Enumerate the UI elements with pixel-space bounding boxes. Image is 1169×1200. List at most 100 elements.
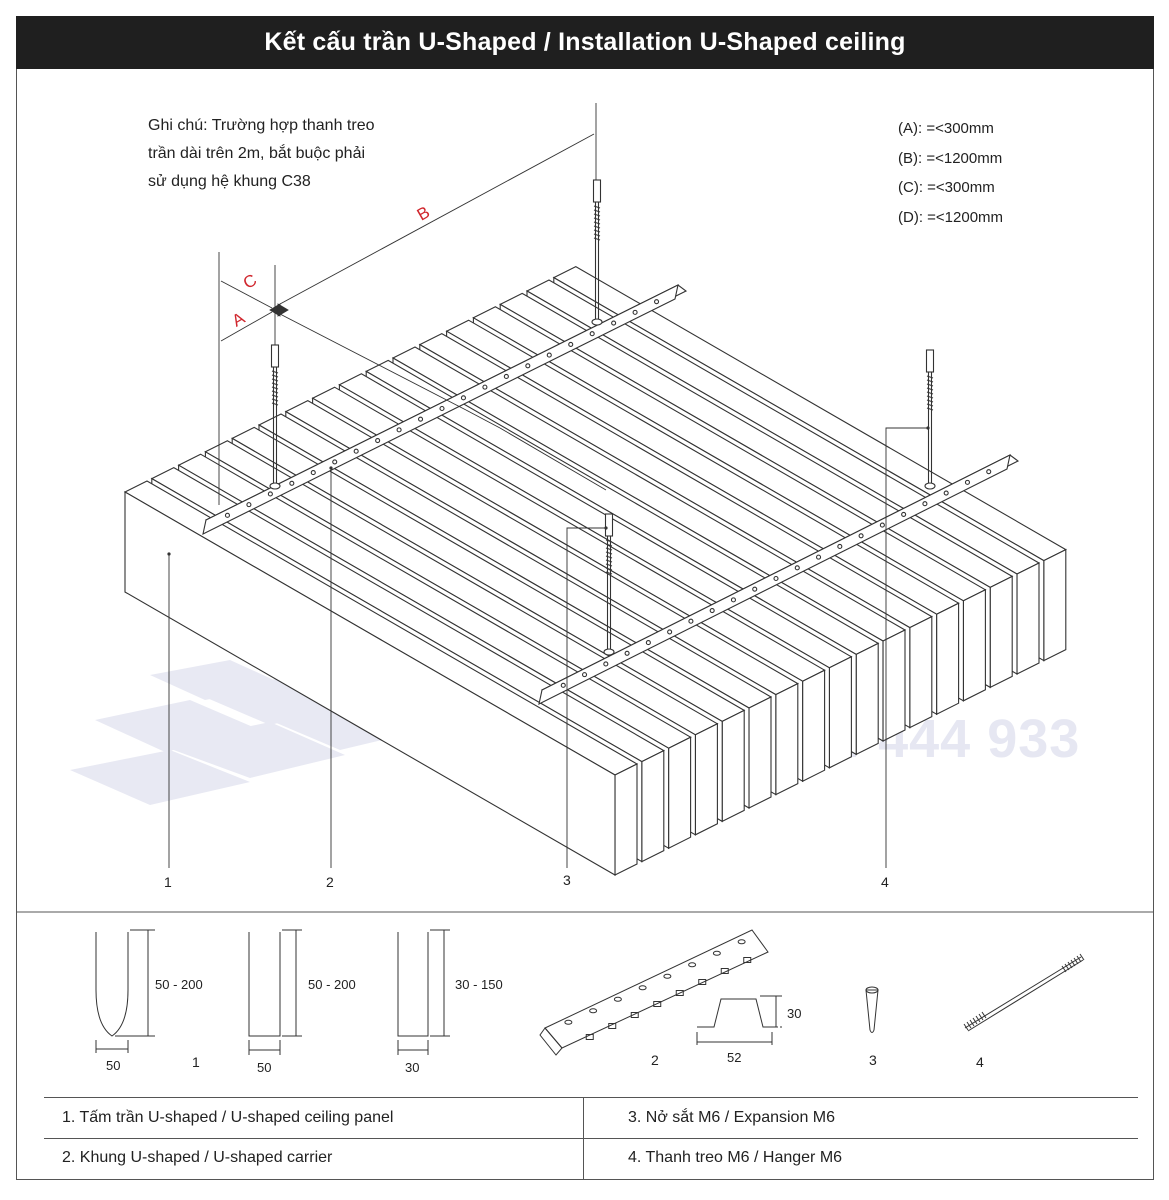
leader-line-4 [885, 427, 928, 868]
thread [1076, 955, 1082, 963]
u2-panel-profile [397, 932, 429, 1037]
note-line: Ghi chú: Trường hợp thanh treo [148, 117, 375, 134]
v-panel-profile [95, 932, 129, 1037]
carrier-hole [267, 491, 273, 497]
legend-divider [583, 1098, 584, 1180]
carrier-hole [943, 490, 949, 496]
panel-u2-height: 30 - 150 [455, 977, 503, 992]
carrier-hole [310, 470, 316, 476]
dimension-lines [218, 103, 607, 505]
carrier-hole [525, 363, 531, 369]
carrier-piece-hole [712, 950, 721, 956]
expansion-anchor-detail [865, 989, 879, 1033]
thread [963, 1023, 969, 1031]
thread [593, 237, 601, 241]
carrier-hole [858, 533, 864, 539]
panel-end [936, 602, 960, 716]
legend-item-2: 2. Khung U-shaped / U-shaped carrier [62, 1149, 333, 1166]
panel-u-width: 50 [257, 1060, 272, 1075]
panel-end [989, 575, 1013, 689]
carrier-height: 30 [787, 1006, 802, 1021]
rod-nut [924, 482, 936, 490]
panel-u2-width: 30 [405, 1060, 420, 1075]
thread [966, 1021, 972, 1029]
carrier-piece [544, 929, 769, 1049]
thread [271, 402, 279, 406]
carrier-hole [546, 352, 552, 358]
page-title: Kết cấu trần U-Shaped / Installation U-S… [264, 28, 906, 56]
rod-nut [591, 318, 603, 326]
panel-end [1043, 548, 1067, 662]
thread [271, 382, 279, 386]
panel-end [668, 736, 692, 850]
expansion-anchor [604, 513, 614, 537]
panel-end [694, 722, 718, 836]
thread [975, 1015, 981, 1023]
carrier-hole [568, 341, 574, 347]
hanger-rod [924, 349, 936, 490]
carrier-hole [709, 607, 715, 614]
carrier-hole [653, 299, 660, 305]
thread [593, 213, 601, 217]
thread [981, 1011, 987, 1019]
panel-end [1016, 562, 1040, 675]
carrier-tab [743, 957, 752, 963]
carrier-hole [289, 480, 295, 486]
parts-legend: 1. Tấm trần U-shaped / U-shaped ceiling … [44, 1097, 1138, 1180]
carrier-tab [608, 1023, 617, 1029]
panel-end [614, 763, 638, 876]
panel-end [802, 669, 826, 783]
carrier-number: 2 [651, 1052, 659, 1068]
leader-line-3 [566, 527, 606, 868]
thread [1070, 959, 1076, 967]
thread [1073, 957, 1079, 965]
carrier-tab [675, 990, 684, 996]
carrier-hole [667, 629, 673, 635]
carrier-hole [332, 459, 338, 465]
title-bar: Kết cấu trần U-Shaped / Installation U-S… [16, 16, 1154, 69]
thread [271, 390, 279, 394]
panel-v-number: 1 [192, 1054, 200, 1070]
panel-end [962, 588, 986, 702]
carrier-piece-hole [564, 1019, 573, 1025]
thread [271, 370, 279, 374]
carrier-hole [589, 331, 595, 337]
thread [605, 571, 613, 575]
note-line: sử dụng hệ khung C38 [148, 173, 311, 190]
carrier-tab [585, 1034, 594, 1040]
carrier-hole [611, 320, 617, 326]
u-shaped-panels [123, 265, 1067, 876]
thread [605, 551, 613, 555]
legend-divider [44, 1138, 1138, 1139]
carrier-hole [794, 565, 800, 571]
carrier-hole [815, 554, 822, 560]
carrier-piece-hole [613, 996, 622, 1002]
callout-1: 1 [164, 874, 172, 890]
carrier-right [538, 453, 1020, 706]
panel-end [775, 682, 799, 796]
carrier-tab [653, 1001, 662, 1007]
carrier-hole [396, 427, 402, 433]
u-shaped-carriers [202, 283, 1020, 706]
hanger-rods [269, 179, 936, 656]
carrier-tab [720, 968, 729, 974]
carrier-hole [752, 586, 758, 592]
expansion-anchor [592, 179, 602, 203]
expansion-anchor [270, 344, 280, 368]
carrier-hole [439, 405, 445, 412]
carrier-left [202, 283, 688, 536]
carrier-hole [645, 640, 651, 646]
thread [605, 547, 613, 551]
panel-end [721, 709, 745, 823]
rod-nut [603, 648, 615, 656]
thread [593, 205, 601, 209]
carrier-hole [632, 309, 638, 315]
expansion-number: 3 [869, 1052, 877, 1068]
thread [605, 563, 613, 567]
panel-v-height: 50 - 200 [155, 977, 203, 992]
panel-end [909, 615, 933, 729]
carrier-piece-hole [688, 962, 697, 968]
thread [271, 394, 279, 398]
panel-v-width: 50 [106, 1058, 121, 1073]
thread [926, 383, 934, 387]
